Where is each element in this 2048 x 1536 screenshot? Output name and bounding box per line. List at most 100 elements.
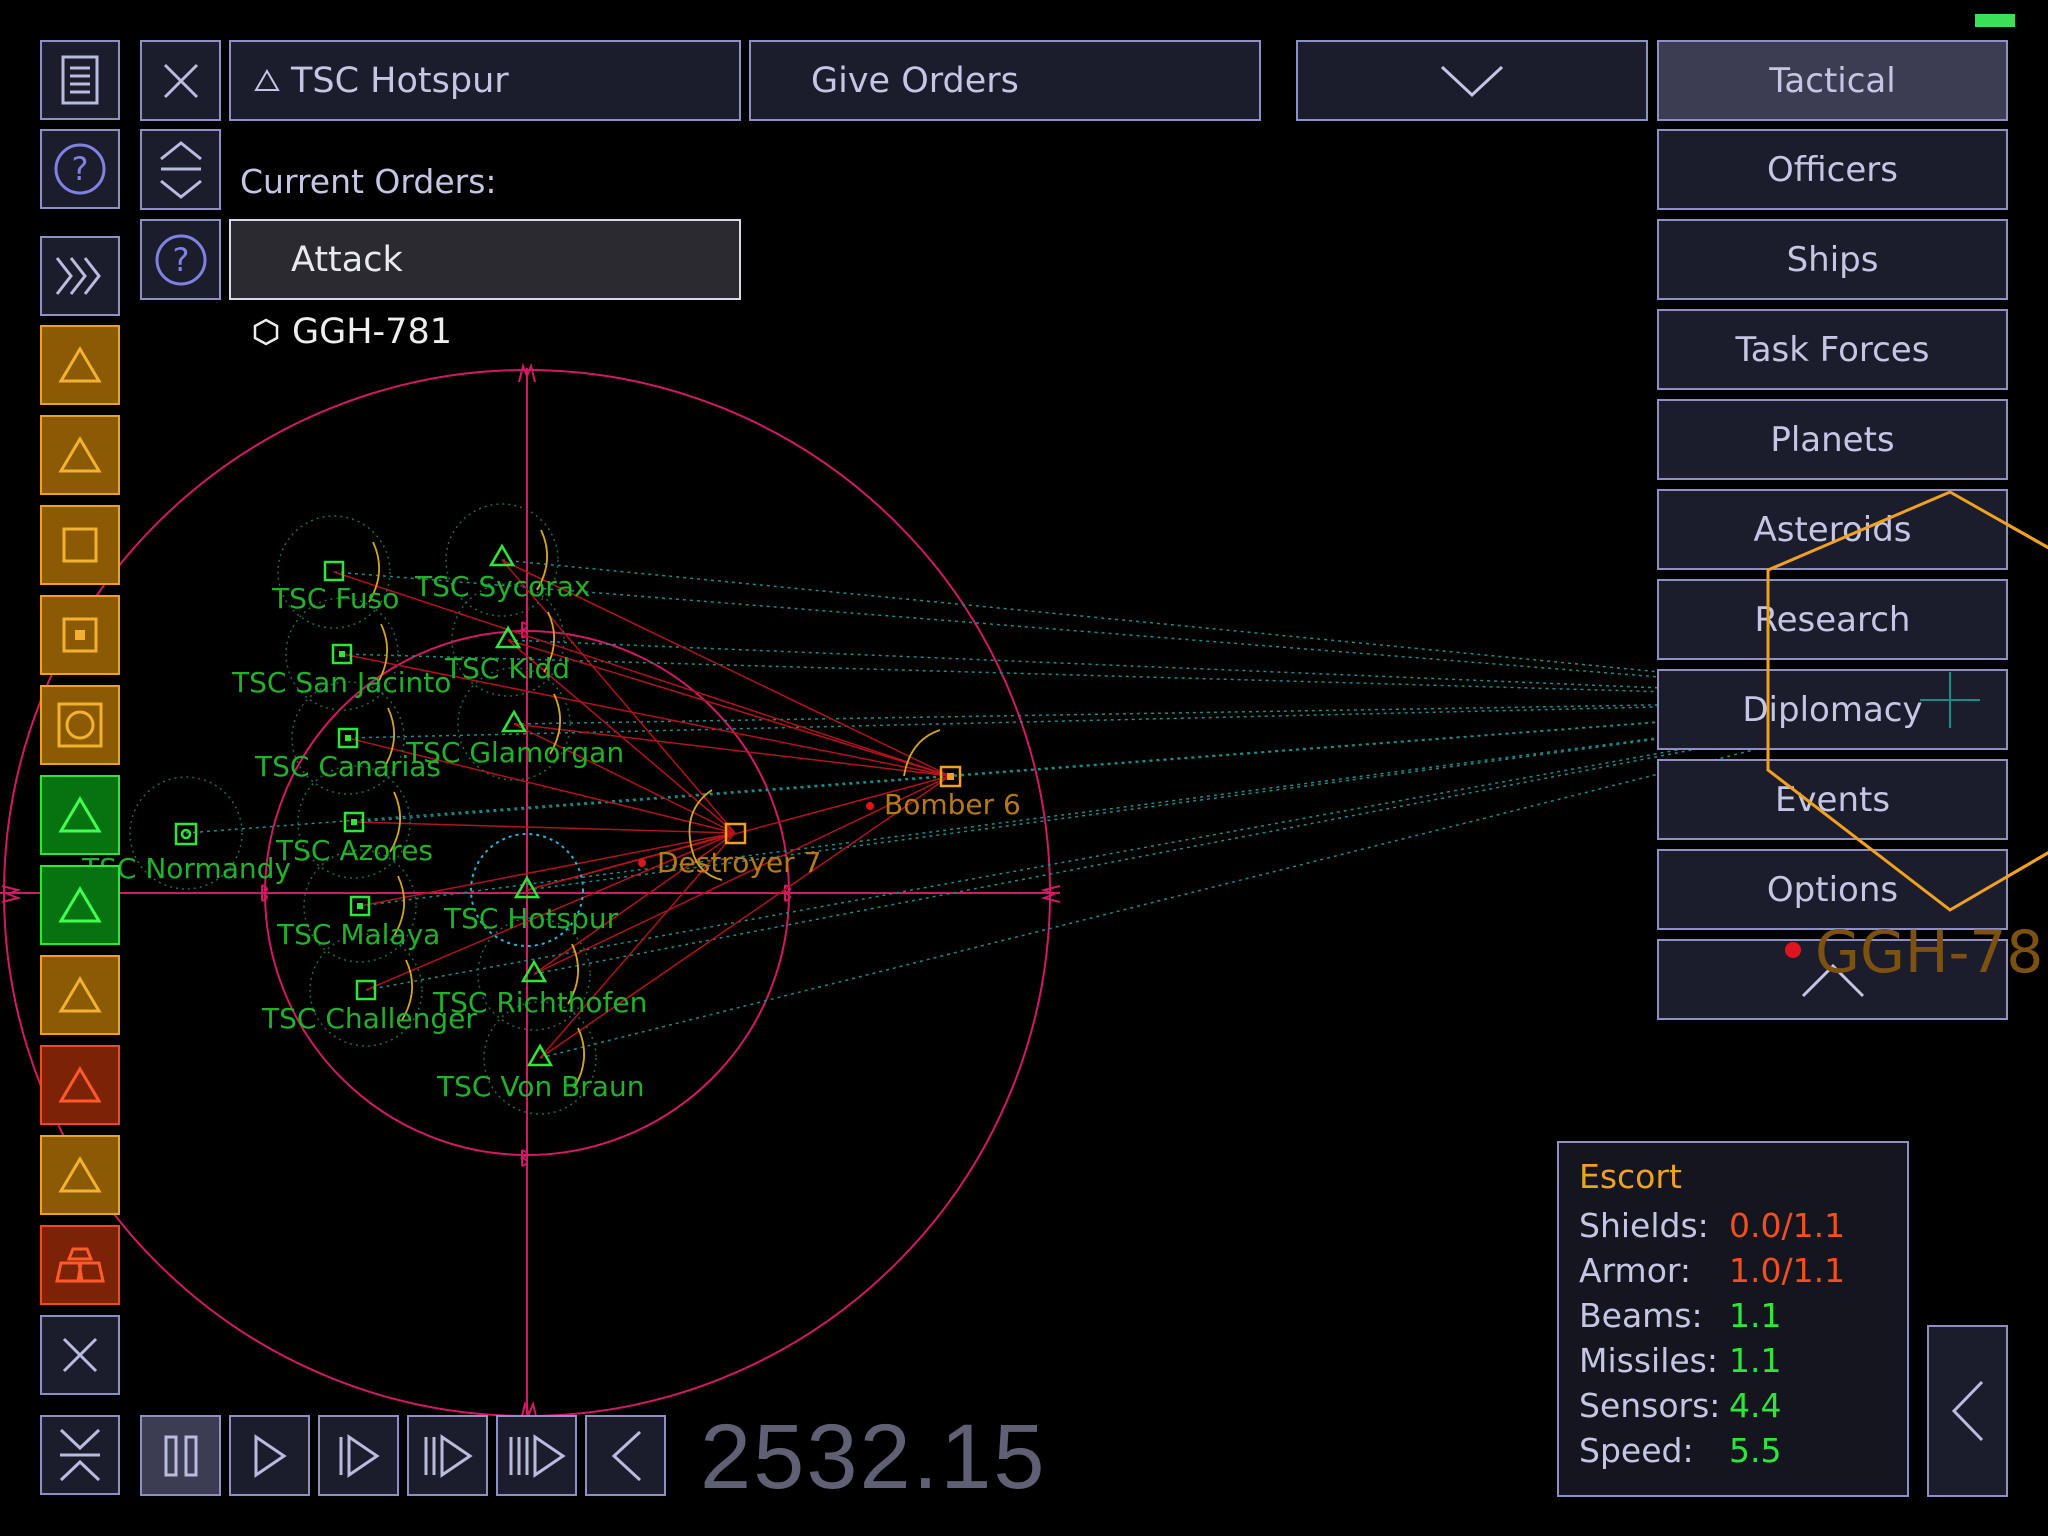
tab-label: Events [1774,779,1891,820]
status-indicator [1975,14,2015,27]
malaya-icon [349,895,371,917]
hostile-bomber-icon[interactable] [939,765,962,788]
unit-filter-button[interactable] [40,415,120,495]
tab-label: Officers [1767,149,1898,190]
tab-asteroids[interactable]: Asteroids [1657,489,2008,570]
info-value: 1.1 [1729,1341,1782,1380]
info-label: Speed: [1579,1431,1694,1470]
menu-collapse-button[interactable] [1657,939,2008,1020]
tab-label: Asteroids [1753,509,1912,550]
unit-filter-button[interactable] [40,955,120,1035]
info-value: 1.1 [1729,1296,1782,1335]
menu-list-button[interactable] [40,40,120,120]
info-row-missiles: Missiles: 1.1 [1579,1341,1887,1386]
friendly-ship-icons[interactable] [174,543,554,1067]
speed-2-icon [339,1433,380,1478]
panel-collapse-button[interactable] [1927,1325,2008,1497]
close-orders-button[interactable] [140,40,221,121]
unit-filter-button[interactable] [40,865,120,945]
orders-help-button[interactable]: ? [140,219,221,300]
triangle-icon [58,1066,102,1103]
fast-forward-button[interactable] [40,236,120,316]
unit-filter-button[interactable] [40,1135,120,1215]
tab-label: Options [1766,869,1899,910]
kidd-icon [494,625,522,649]
tab-research[interactable]: Research [1657,579,2008,660]
tab-tactical[interactable]: Tactical [1657,40,2008,121]
unit-filter-button[interactable] [40,325,120,405]
current-orders-label: Current Orders: [240,162,497,201]
tab-events[interactable]: Events [1657,759,2008,840]
list-icon [61,55,99,105]
hostile-destroyer-icon[interactable] [724,822,747,845]
speed-3-icon [424,1433,473,1478]
triangle-icon [58,1156,102,1193]
chevron-left-icon [611,1430,641,1481]
close-icon [62,1337,98,1373]
info-label: Missiles: [1579,1341,1718,1380]
current-order-field[interactable]: Attack [229,219,741,300]
speed-2-button[interactable] [318,1415,399,1496]
glamorgan-icon [500,709,528,733]
hexagon-icon [253,318,279,346]
tab-diplomacy[interactable]: Diplomacy [1657,669,2008,750]
unit-filter-button[interactable] [40,1045,120,1125]
speed-4-button[interactable] [496,1415,577,1496]
triangle-icon [58,346,102,383]
collapse-icon [59,1428,101,1482]
von-braun-icon [526,1043,554,1067]
speed-3-button[interactable] [407,1415,488,1496]
back-button[interactable] [585,1415,666,1496]
selected-ship-ring [470,833,584,947]
tab-ships[interactable]: Ships [1657,219,2008,300]
reorder-button[interactable] [140,129,221,210]
info-label: Shields: [1579,1206,1709,1245]
help-button[interactable]: ? [40,129,120,209]
triangle-icon [58,886,102,923]
ship-select-field[interactable]: TSC Hotspur [229,40,741,121]
pause-button[interactable] [140,1415,221,1496]
triangle-icon [254,68,280,91]
info-value: 5.5 [1729,1431,1782,1470]
tab-task-forces[interactable]: Task Forces [1657,309,2008,390]
play-icon [254,1433,287,1478]
chevron-left-icon [1951,1380,1983,1442]
tab-label: Planets [1770,419,1895,460]
collapse-button[interactable] [40,1415,120,1495]
tab-planets[interactable]: Planets [1657,399,2008,480]
canarias-icon [337,727,359,749]
give-orders-label: Give Orders [811,60,1019,101]
triangle-icon [58,976,102,1013]
weapon-lines [333,559,951,1059]
info-label: Sensors: [1579,1386,1721,1425]
give-orders-button[interactable]: Give Orders [749,40,1261,121]
target-label: GGH-78 [1815,918,2044,986]
speed-4-icon [509,1433,566,1478]
info-label: Armor: [1579,1251,1692,1290]
normandy-icon [174,822,198,846]
tab-label: Tactical [1769,60,1896,101]
play-button[interactable] [229,1415,310,1496]
pause-icon [164,1435,197,1476]
order-target[interactable]: GGH-781 [252,312,452,352]
info-row-armor: Armor:1.0/1.1 [1579,1251,1887,1296]
tab-label: Diplomacy [1742,689,1923,730]
expand-dropdown-button[interactable] [1296,40,1648,121]
unit-filter-button[interactable] [40,1225,120,1305]
destroyer-marker-dot [638,859,646,867]
unit-filter-button[interactable] [40,685,120,765]
clear-filter-button[interactable] [40,1315,120,1395]
info-label: Beams: [1579,1296,1703,1335]
firing-arcs [368,529,941,1089]
unit-filter-button[interactable] [40,595,120,675]
tab-officers[interactable]: Officers [1657,129,2008,210]
hotspur-icon [513,875,541,899]
unit-filter-button[interactable] [40,775,120,855]
selected-ship-name: TSC Hotspur [291,60,509,101]
unit-filter-button[interactable] [40,505,120,585]
info-value: 4.4 [1729,1386,1782,1425]
help-icon: ? [155,234,206,285]
game-timer: 2532.15 [700,1406,1047,1508]
square-icon [62,527,98,563]
